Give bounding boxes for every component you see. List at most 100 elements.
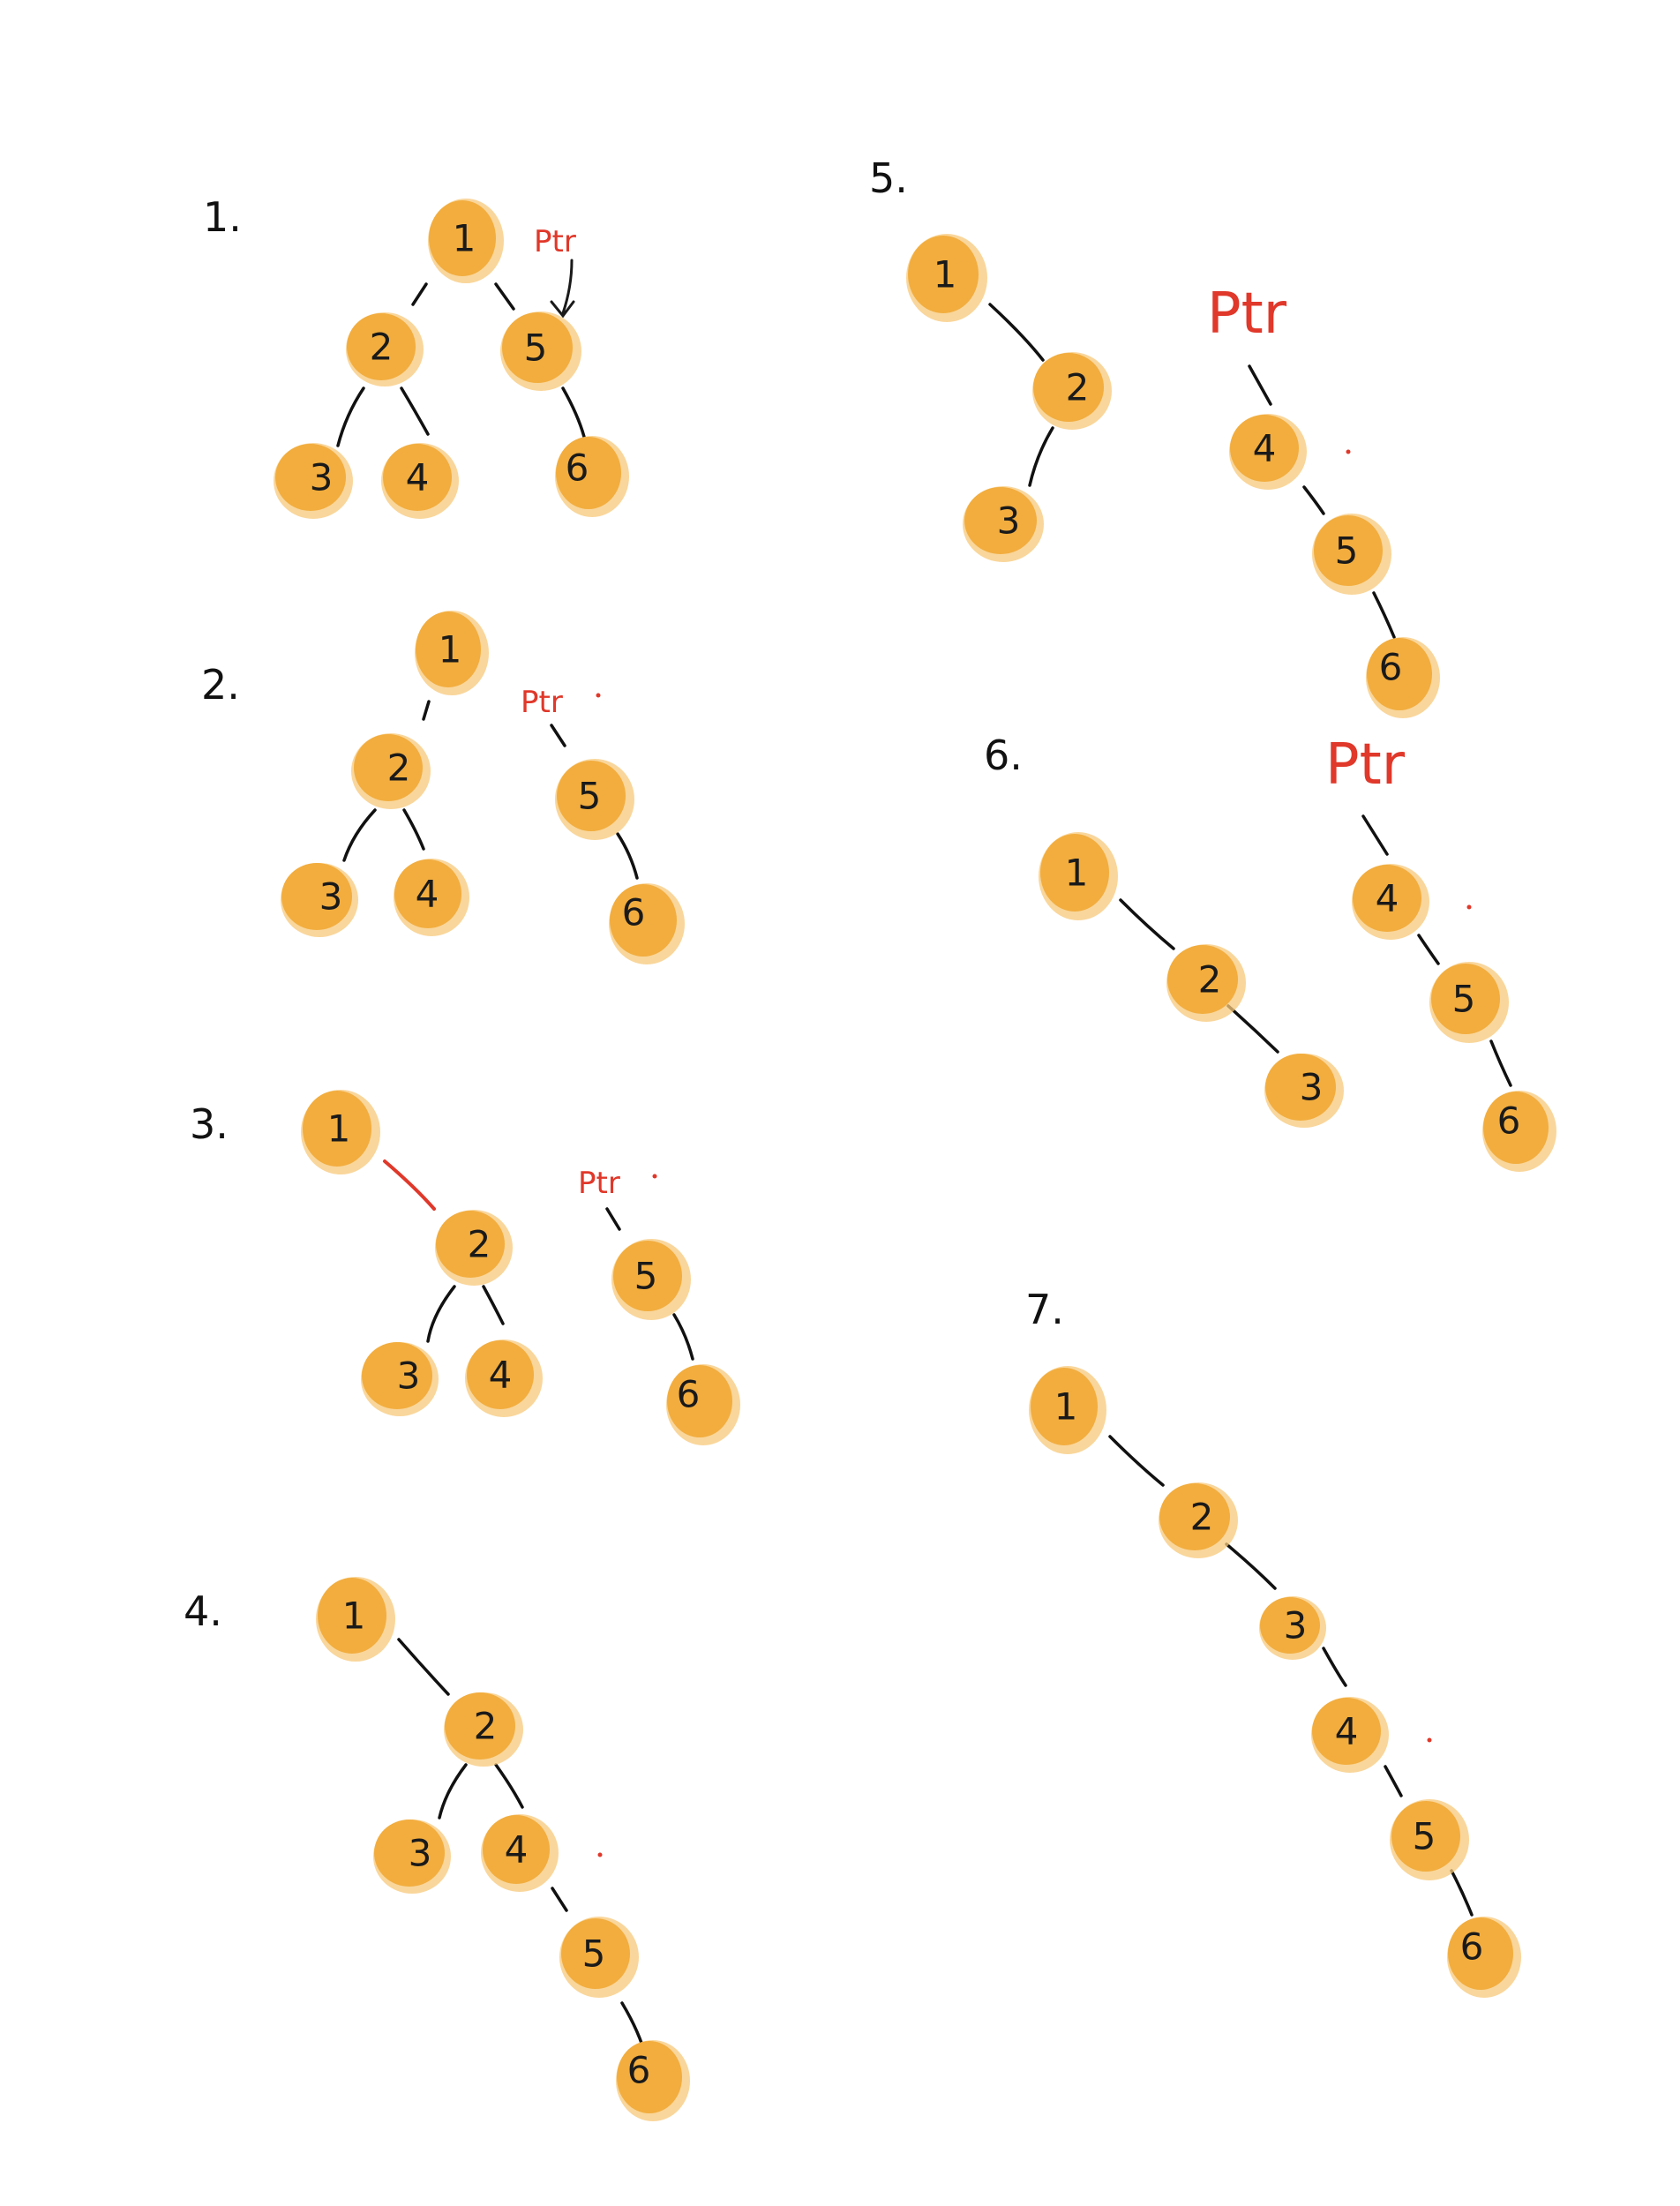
node: 2 bbox=[1166, 944, 1246, 1022]
node-label: 6 bbox=[1379, 646, 1403, 689]
node-label: 6 bbox=[1497, 1099, 1521, 1143]
edge-5-6 bbox=[672, 1313, 694, 1361]
node-label: 3 bbox=[1300, 1066, 1324, 1109]
node: 3 bbox=[1264, 1054, 1344, 1128]
node-label: 2 bbox=[1066, 366, 1090, 409]
ptr-dot bbox=[652, 1174, 657, 1179]
edge-3-4 bbox=[1322, 1647, 1347, 1687]
node: 3 bbox=[373, 1820, 451, 1894]
edge-2-4 bbox=[400, 386, 430, 436]
edges bbox=[336, 282, 586, 447]
edge-5-6 bbox=[1372, 591, 1396, 639]
edges bbox=[342, 700, 639, 880]
edge-2-4 bbox=[494, 1763, 524, 1809]
node: 6 bbox=[1482, 1091, 1556, 1172]
step-5: 5. Ptr 1 2 3 4 bbox=[869, 154, 1440, 718]
node: 4 bbox=[465, 1339, 543, 1417]
edges bbox=[1108, 1435, 1474, 1917]
node-label: 4 bbox=[1253, 427, 1277, 470]
node: 6 bbox=[555, 436, 629, 517]
node-label: 1 bbox=[439, 628, 462, 672]
node: 6 bbox=[609, 883, 685, 964]
edge-4-5 bbox=[1384, 1765, 1403, 1797]
edge-2-3 bbox=[1225, 1542, 1277, 1590]
node-label: 2 bbox=[370, 326, 394, 369]
node: 1 bbox=[301, 1090, 380, 1174]
node-label: 5 bbox=[582, 1932, 606, 1976]
ptr-label: Ptr bbox=[521, 685, 563, 720]
node: 5 bbox=[1312, 514, 1391, 595]
node-label: 4 bbox=[505, 1828, 529, 1872]
node-label: 6 bbox=[627, 2049, 651, 2092]
edge-1-2 bbox=[397, 1638, 450, 1696]
node-label: 3 bbox=[397, 1354, 421, 1398]
step-3: 3. Ptr 1 2 5 3 bbox=[190, 1090, 740, 1445]
node: 4 bbox=[1352, 864, 1429, 940]
node: 3 bbox=[1259, 1596, 1326, 1660]
node-label: 3 bbox=[409, 1832, 432, 1875]
node: 1 bbox=[316, 1577, 395, 1662]
step-6: 6. Ptr 1 2 3 4 bbox=[984, 732, 1556, 1172]
node: 3 bbox=[361, 1342, 439, 1416]
ptr-dot bbox=[1466, 904, 1472, 910]
edges bbox=[1119, 814, 1512, 1087]
node-label: 5 bbox=[578, 775, 602, 818]
node-label: 1 bbox=[1054, 1385, 1078, 1429]
node: 1 bbox=[1029, 1366, 1106, 1454]
node: 2 bbox=[435, 1210, 513, 1286]
node-label: 5 bbox=[524, 326, 548, 370]
node: 1 bbox=[1039, 832, 1118, 920]
step-label: 3. bbox=[190, 1100, 229, 1148]
step-4: 4. 1 2 3 4 bbox=[184, 1577, 690, 2121]
node: 3 bbox=[274, 443, 353, 519]
node-label: 6 bbox=[677, 1373, 701, 1416]
node: 6 bbox=[666, 1364, 740, 1445]
edge-5-6 bbox=[1450, 1869, 1474, 1917]
edges bbox=[988, 303, 1396, 639]
node: 4 bbox=[481, 1814, 559, 1892]
node: 5 bbox=[1429, 962, 1509, 1043]
node: 4 bbox=[381, 443, 459, 519]
node-label: 6 bbox=[622, 891, 646, 934]
node-label: 1 bbox=[453, 217, 476, 260]
node: 6 bbox=[1366, 637, 1440, 718]
node: 4 bbox=[1229, 414, 1307, 490]
edge-1-2 bbox=[1119, 898, 1175, 950]
edges bbox=[383, 1159, 694, 1361]
node-label: 4 bbox=[406, 456, 430, 499]
node: 2 bbox=[346, 312, 424, 386]
edge-1-2 bbox=[988, 303, 1045, 362]
node: 4 bbox=[1311, 1697, 1389, 1773]
node-label: 1 bbox=[342, 1594, 366, 1638]
node-label: 4 bbox=[416, 873, 439, 916]
ptr-label: Ptr bbox=[534, 224, 576, 259]
node-label: 1 bbox=[327, 1107, 351, 1151]
step-label: 7. bbox=[1025, 1286, 1064, 1333]
edge-2-4 bbox=[402, 808, 425, 851]
edge-1-5 bbox=[494, 282, 515, 311]
edge-5-6 bbox=[1489, 1039, 1512, 1087]
node-label: 2 bbox=[474, 1705, 498, 1748]
node: 4 bbox=[394, 859, 469, 936]
node-label: 3 bbox=[997, 499, 1021, 543]
ptr-label: Ptr bbox=[1207, 281, 1287, 347]
ptr-dot bbox=[596, 693, 601, 698]
node-label: 4 bbox=[1376, 877, 1399, 920]
node: 2 bbox=[1159, 1482, 1238, 1558]
edge-5-6 bbox=[616, 832, 639, 880]
edge-2-3 bbox=[342, 808, 377, 862]
edge-2-3 bbox=[426, 1285, 456, 1343]
node-label: 5 bbox=[1413, 1815, 1436, 1858]
node: 5 bbox=[500, 311, 581, 391]
edge-1-2 bbox=[1108, 1435, 1165, 1487]
node-label: 4 bbox=[489, 1354, 513, 1397]
edge-ptr-4 bbox=[1248, 364, 1272, 406]
edge-ptr-5 bbox=[605, 1207, 621, 1231]
edge-4-5 bbox=[551, 1887, 568, 1912]
edge-ptr-5 bbox=[550, 724, 566, 747]
ptr-dot bbox=[1346, 449, 1351, 454]
step-label: 2. bbox=[201, 661, 240, 709]
node: 5 bbox=[611, 1239, 691, 1320]
edge-5-6 bbox=[620, 2001, 644, 2047]
